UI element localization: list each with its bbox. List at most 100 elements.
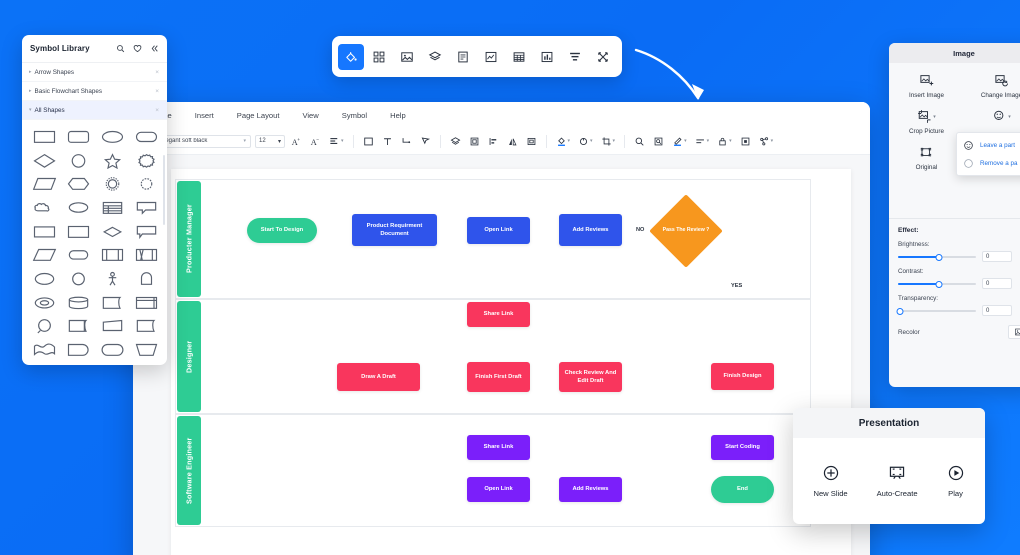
fill-bucket-icon[interactable] — [338, 43, 364, 70]
shape-diamond[interactable] — [28, 149, 61, 172]
text-style-icon[interactable]: ▾ — [327, 133, 346, 149]
shape-cloud-circle[interactable] — [130, 172, 163, 195]
brightness-slider[interactable] — [898, 252, 976, 261]
dropdown-item-remove-a-part[interactable]: Remove a pa — [957, 154, 1020, 172]
shape-cylinder[interactable] — [62, 291, 95, 314]
share-icon[interactable]: ▾ — [757, 133, 776, 149]
shape-wave-document[interactable] — [28, 338, 61, 361]
layers-icon[interactable] — [448, 133, 463, 149]
shape-manual-input[interactable] — [130, 315, 163, 338]
shape-circle-3[interactable] — [28, 315, 61, 338]
shape-fill-icon[interactable]: ▾ — [576, 133, 595, 149]
shape-rounded-oval[interactable] — [96, 338, 129, 361]
flow-node-share-link-designer[interactable]: Share Link — [467, 302, 530, 327]
menu-item-help[interactable]: Help — [390, 110, 406, 120]
change-image-button[interactable]: Change Image — [964, 73, 1020, 99]
search-icon[interactable] — [116, 44, 125, 53]
flow-node-start[interactable]: Start To Design — [247, 218, 317, 243]
shape-parallelogram-2[interactable] — [28, 244, 61, 267]
recolor-button[interactable] — [1008, 325, 1020, 339]
menu-item-view[interactable]: View — [302, 110, 319, 120]
find-icon[interactable] — [651, 133, 666, 149]
close-icon[interactable]: × — [155, 87, 159, 95]
menu-item-insert[interactable]: Insert — [194, 110, 214, 120]
insert-image-button[interactable]: Insert Image — [889, 73, 964, 99]
table-icon[interactable] — [506, 44, 532, 70]
chart-area-icon[interactable] — [478, 44, 504, 70]
chart-bar-icon[interactable] — [534, 44, 560, 70]
flow-node-end[interactable]: End — [711, 476, 774, 503]
transparency-value[interactable]: 0 — [982, 305, 1012, 316]
flow-node-prd[interactable]: Product Requirment Document — [352, 214, 437, 246]
shape-rectangle-2[interactable] — [28, 220, 61, 243]
new-slide-button[interactable]: New Slide — [813, 464, 848, 498]
shape-tape-data[interactable] — [130, 244, 163, 267]
shape-internal-storage[interactable] — [96, 244, 129, 267]
shape-oval[interactable] — [28, 267, 61, 290]
shape-punched-tape[interactable] — [62, 315, 95, 338]
shape-gear-burst[interactable] — [96, 172, 129, 195]
symbol-category-all-shapes[interactable]: ▾ All Shapes × — [22, 101, 167, 120]
menu-item-page-layout[interactable]: Page Layout — [236, 110, 280, 120]
group-icon[interactable] — [467, 133, 482, 149]
shape-rectangle-3[interactable] — [62, 220, 95, 243]
shape-rectangle[interactable] — [28, 125, 61, 148]
scrollbar[interactable] — [163, 155, 165, 225]
shape-rounded-rectangle[interactable] — [62, 125, 95, 148]
flow-node-start-coding[interactable]: Start Coding — [711, 435, 774, 460]
flip-icon[interactable] — [505, 133, 520, 149]
shape-stadium[interactable] — [130, 125, 163, 148]
symbol-category-arrow-shapes[interactable]: ▸ Arrow Shapes × — [22, 63, 167, 82]
font-family-select[interactable]: Elegant soft black ▾ — [155, 134, 251, 148]
shuffle-icon[interactable] — [590, 44, 616, 70]
pointer-icon[interactable] — [418, 133, 433, 149]
image-icon[interactable] — [394, 44, 420, 70]
slider-knob[interactable] — [935, 280, 943, 288]
pen-icon[interactable]: ▾ — [670, 133, 689, 149]
auto-create-button[interactable]: Auto-Create — [877, 464, 918, 498]
flow-node-finish-first-draft[interactable]: Finish First Draft — [467, 362, 530, 392]
shape-document[interactable] — [96, 291, 129, 314]
collapse-icon[interactable] — [150, 44, 159, 53]
line-style-icon[interactable]: ▾ — [693, 133, 712, 149]
original-button[interactable]: Original — [889, 145, 964, 171]
shape-table-card[interactable] — [96, 196, 129, 219]
shape-speech-cloud[interactable] — [62, 196, 95, 219]
connector-icon[interactable] — [399, 133, 414, 149]
flow-node-finish-design[interactable]: Finish Design — [711, 363, 774, 390]
shape-yes-oval[interactable] — [28, 291, 61, 314]
shape-icon[interactable] — [361, 133, 376, 149]
font-size-select[interactable]: 12 ▾ — [255, 134, 285, 148]
shape-framed-rectangle[interactable] — [130, 291, 163, 314]
flow-node-open-link-2[interactable]: Open Link — [467, 477, 530, 502]
flow-node-decision-pass-review[interactable]: Pass The Review ? — [649, 194, 723, 268]
shape-terminator[interactable] — [62, 338, 95, 361]
flow-node-add-reviews-1[interactable]: Add Reviews — [559, 214, 622, 246]
symbol-category-basic-flowchart-shapes[interactable]: ▸ Basic Flowchart Shapes × — [22, 82, 167, 101]
flow-node-add-reviews-2[interactable]: Add Reviews — [559, 477, 622, 502]
shape-circle-2[interactable] — [62, 267, 95, 290]
crop-icon[interactable]: ▾ — [599, 133, 618, 149]
shape-stadium-2[interactable] — [62, 244, 95, 267]
shape-small-diamond[interactable] — [96, 220, 129, 243]
menu-item-symbol[interactable]: Symbol — [341, 110, 368, 120]
heart-icon[interactable] — [133, 44, 142, 53]
shape-actor[interactable] — [96, 267, 129, 290]
grid-icon[interactable] — [366, 44, 392, 70]
frame-icon[interactable] — [524, 133, 539, 149]
fill-color-icon[interactable]: ▾ — [554, 133, 573, 149]
shape-callout-tag[interactable] — [130, 220, 163, 243]
play-button[interactable]: Play — [947, 464, 965, 498]
slider-knob[interactable] — [935, 253, 943, 261]
text-box-icon[interactable] — [380, 133, 395, 149]
increase-font-icon[interactable]: A+ — [289, 133, 304, 149]
shape-trapezoid-right[interactable] — [96, 315, 129, 338]
lock-icon[interactable]: ▾ — [715, 133, 734, 149]
crop-picture-button[interactable]: ▾ Crop Picture — [889, 109, 964, 135]
shape-speech-bubble[interactable] — [130, 196, 163, 219]
transparency-slider[interactable] — [896, 306, 976, 315]
align-icon[interactable] — [562, 44, 588, 70]
shape-circle[interactable] — [62, 149, 95, 172]
brightness-value[interactable]: 0 — [982, 251, 1012, 262]
decrease-font-icon[interactable]: A− — [308, 133, 323, 149]
